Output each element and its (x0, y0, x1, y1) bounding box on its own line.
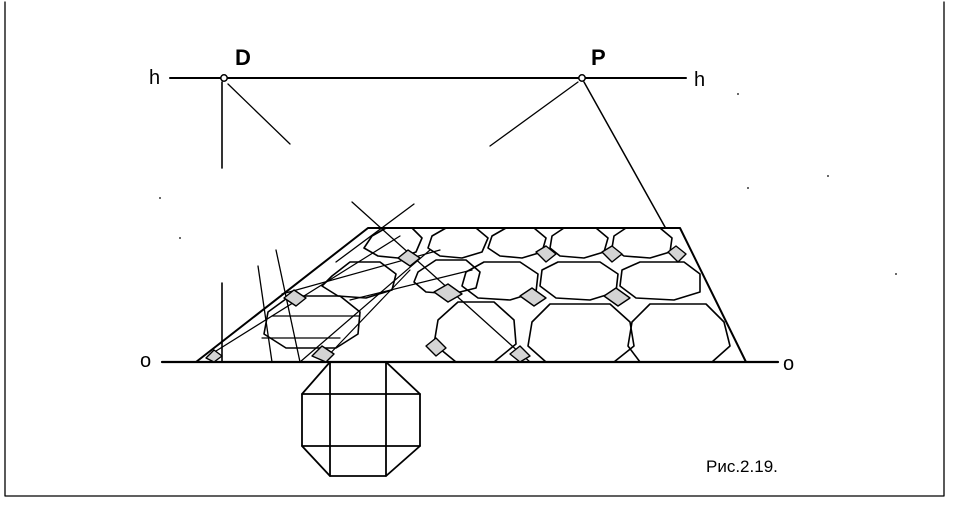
ground-label-right: o (783, 353, 795, 375)
floor-plane (195, 227, 747, 363)
diagonal-line (335, 203, 415, 263)
square-tile (509, 345, 531, 363)
square-tile (397, 249, 421, 267)
construction-line (299, 249, 431, 363)
octagon-tile (627, 303, 731, 363)
square-tile (601, 245, 623, 263)
plan-octagon (301, 361, 421, 477)
plan-octagon-outline (301, 361, 421, 477)
octagon-tile (427, 227, 489, 259)
page-frame (4, 1, 945, 497)
point-P-marker (578, 74, 586, 82)
scan-specks (159, 93, 897, 275)
point-D-label: D (235, 45, 251, 70)
ray-from-P (489, 81, 579, 147)
octagon-tile (263, 295, 361, 349)
square-tile (425, 337, 447, 357)
left-perspective-line (257, 265, 273, 363)
square-tile (667, 245, 687, 263)
octagon-tile (363, 227, 423, 259)
figure-caption: Рис.2.19. (706, 457, 778, 476)
ray-from-D (227, 83, 291, 145)
octagon-tiles (263, 227, 731, 363)
diagonal-line (351, 201, 531, 363)
construction-line (349, 269, 473, 301)
ray-P-to-plane (583, 81, 666, 228)
octagon-tile (413, 259, 481, 295)
square-tiles (205, 245, 687, 363)
square-tile (205, 349, 223, 363)
ground-label-left: o (140, 350, 152, 372)
square-tile (311, 345, 335, 363)
octagon-tile (433, 301, 517, 363)
square-tile (535, 245, 557, 263)
point-D-marker (220, 74, 228, 82)
octagon-tile (527, 303, 635, 363)
square-tile (603, 287, 631, 307)
horizon-label-right: h (694, 69, 706, 91)
square-tile (433, 283, 463, 303)
octagon-tile (549, 227, 609, 259)
octagon-tile (321, 261, 397, 299)
point-P-label: P (591, 45, 606, 70)
square-tile (283, 289, 307, 307)
square-tile (519, 287, 547, 307)
horizon-label-left: h (149, 67, 161, 89)
octagon-tile (619, 261, 701, 301)
